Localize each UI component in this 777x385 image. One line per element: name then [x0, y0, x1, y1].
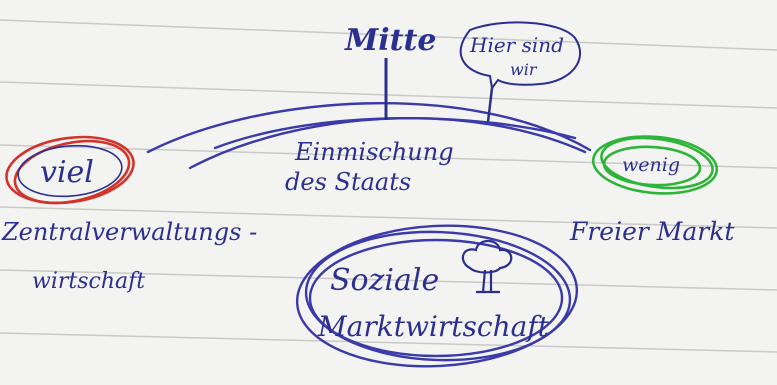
viel-label: viel — [40, 155, 94, 190]
soziale-label-line1: Soziale — [330, 263, 439, 298]
viel-circle — [5, 135, 135, 205]
center-label-line1: Einmischung — [294, 138, 454, 166]
ruled-lines — [0, 19, 777, 353]
hier-bubble — [459, 21, 581, 91]
mitte-label: Mitte — [344, 23, 436, 58]
wenig-circle — [591, 135, 719, 195]
hier-label-line2: wir — [510, 60, 538, 79]
left-label-line1: Zentralverwaltungs - — [1, 218, 257, 246]
hier-label-line1: Hier sind — [469, 33, 564, 57]
soziale-ellipse — [295, 224, 579, 368]
left-label-line2: wirtschaft — [32, 269, 145, 294]
wenig-label: wenig — [622, 154, 680, 176]
center-label-line2: des Staats — [285, 168, 411, 196]
tree-icon — [461, 239, 513, 294]
right-label: Freier Markt — [569, 217, 735, 246]
soziale-label-line2: Marktwirtschaft — [317, 310, 550, 343]
hier-marker — [486, 87, 494, 123]
